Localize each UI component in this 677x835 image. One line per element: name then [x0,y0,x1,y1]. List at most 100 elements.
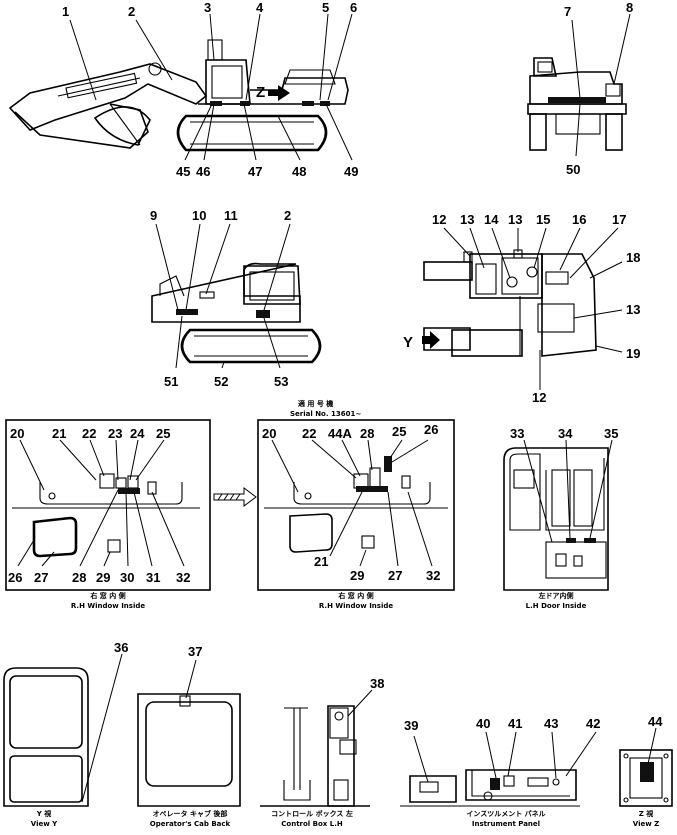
callout-16: 16 [572,212,586,227]
callout-28: 28 [72,570,86,585]
callout-9: 9 [150,208,157,223]
callout-48: 48 [292,164,306,179]
callout-51: 51 [164,374,178,389]
callout-17: 17 [612,212,626,227]
callout-12: 12 [432,212,446,227]
caption-en: Instrument Panel [472,820,540,828]
excavator-other-side-view: 9 10 11 2 51 52 53 [150,208,322,389]
callout-6: 6 [350,0,357,15]
callout-30: 30 [120,570,134,585]
callout-1: 1 [62,4,69,19]
callout-29: 29 [96,570,110,585]
callout-28b: 28 [360,426,374,441]
caption-jp: 右 窓 内 側 [337,591,373,600]
callout-25b: 25 [392,424,406,439]
rh-window-inside-panel-1: 20 21 22 23 24 25 26 27 28 29 30 31 32 右… [5,419,211,610]
callout-36: 36 [114,640,128,655]
callout-10: 10 [192,208,206,223]
callout-8: 8 [626,0,633,15]
callout-46: 46 [196,164,210,179]
callout-47: 47 [248,164,262,179]
y-arrow-label: Y [403,334,413,351]
rh-window-inside-panel-2: 適 用 号 機 Serial No. 13601~ 20 22 44A 28 2… [257,399,455,610]
callout-26b: 26 [424,422,438,437]
serial-jp: 適 用 号 機 [298,399,333,408]
callout-22: 22 [82,426,96,441]
callout-21b: 21 [314,554,328,569]
callout-42: 42 [586,716,600,731]
callout-50: 50 [566,162,580,177]
callout-19: 19 [626,346,640,361]
callout-31: 31 [146,570,160,585]
caption-jp: Y 視 [36,809,52,818]
callout-25: 25 [156,426,170,441]
callout-27: 27 [34,570,48,585]
callout-22b: 22 [302,426,316,441]
callout-37: 37 [188,644,202,659]
callout-45: 45 [176,164,190,179]
caption-en: R.H Window Inside [71,602,145,610]
callout-33: 33 [510,426,524,441]
callout-23: 23 [108,426,122,441]
callout-41: 41 [508,716,522,731]
caption-jp: インスツルメント パネル [466,809,545,818]
callout-15: 15 [536,212,550,227]
callout-2b: 2 [284,208,291,223]
excavator-rear-view: 7 8 50 [527,0,633,177]
excavator-top-view: 12 13 14 13 15 16 17 18 13 19 12 Y [403,212,640,405]
callout-11: 11 [224,208,238,223]
excavator-side-view: 1 2 3 4 5 6 45 46 47 48 49 Z [8,0,358,179]
callout-35: 35 [604,426,618,441]
caption-jp: 右 窓 内 側 [89,591,125,600]
callout-26: 26 [8,570,22,585]
callout-13b: 13 [508,212,522,227]
callout-4: 4 [256,0,264,15]
callout-13a: 13 [460,212,474,227]
caption-en: Operator's Cab Back [150,820,231,828]
callout-44a: 44A [328,426,352,441]
caption-en: Control Box L.H [281,820,343,828]
caption-en: View Z [633,820,659,828]
caption-jp: Z 視 [639,809,654,818]
view-z-panel: 44 Z 視 View Z [619,714,673,828]
callout-18: 18 [626,250,640,265]
callout-34: 34 [558,426,573,441]
callout-29b: 29 [350,568,364,583]
callout-20b: 20 [262,426,276,441]
callout-21: 21 [52,426,66,441]
callout-13c: 13 [626,302,640,317]
callout-5: 5 [322,0,329,15]
caption-en: View Y [31,820,58,828]
callout-49: 49 [344,164,358,179]
caption-jp: コントロール ボックス 左 [271,809,353,818]
callout-32b: 32 [426,568,440,583]
z-arrow-label: Z [256,84,265,101]
callout-2: 2 [128,4,135,19]
callout-7: 7 [564,4,571,19]
operators-cab-back-panel: 37 オペレータ キャブ 後部 Operator's Cab Back [137,644,241,828]
callout-44: 44 [648,714,663,729]
caption-en: R.H Window Inside [319,602,393,610]
callout-40: 40 [476,716,490,731]
callout-52: 52 [214,374,228,389]
caption-jp: 左ドア内側 [538,591,574,600]
callout-27b: 27 [388,568,402,583]
callout-39: 39 [404,718,418,733]
callout-43: 43 [544,716,558,731]
caption-jp: オペレータ キャブ 後部 [153,809,228,818]
lh-door-inside-panel: 33 34 35 左ドア内側 L.H Door Inside [503,426,618,610]
serial-number: Serial No. 13601~ [290,410,361,418]
instrument-panel: 39 40 41 43 42 インスツルメント パネル Instrument P… [400,716,600,828]
callout-24: 24 [130,426,145,441]
control-box-lh-panel: 38 コントロール ボックス 左 Control Box L.H [260,676,384,828]
callout-32: 32 [176,570,190,585]
callout-38: 38 [370,676,384,691]
callout-12b: 12 [532,390,546,405]
callout-14: 14 [484,212,499,227]
view-y-panel: 36 Y 視 View Y [3,640,128,828]
caption-en: L.H Door Inside [526,602,587,610]
revision-arrow [213,487,257,507]
callout-53: 53 [274,374,288,389]
callout-20: 20 [10,426,24,441]
